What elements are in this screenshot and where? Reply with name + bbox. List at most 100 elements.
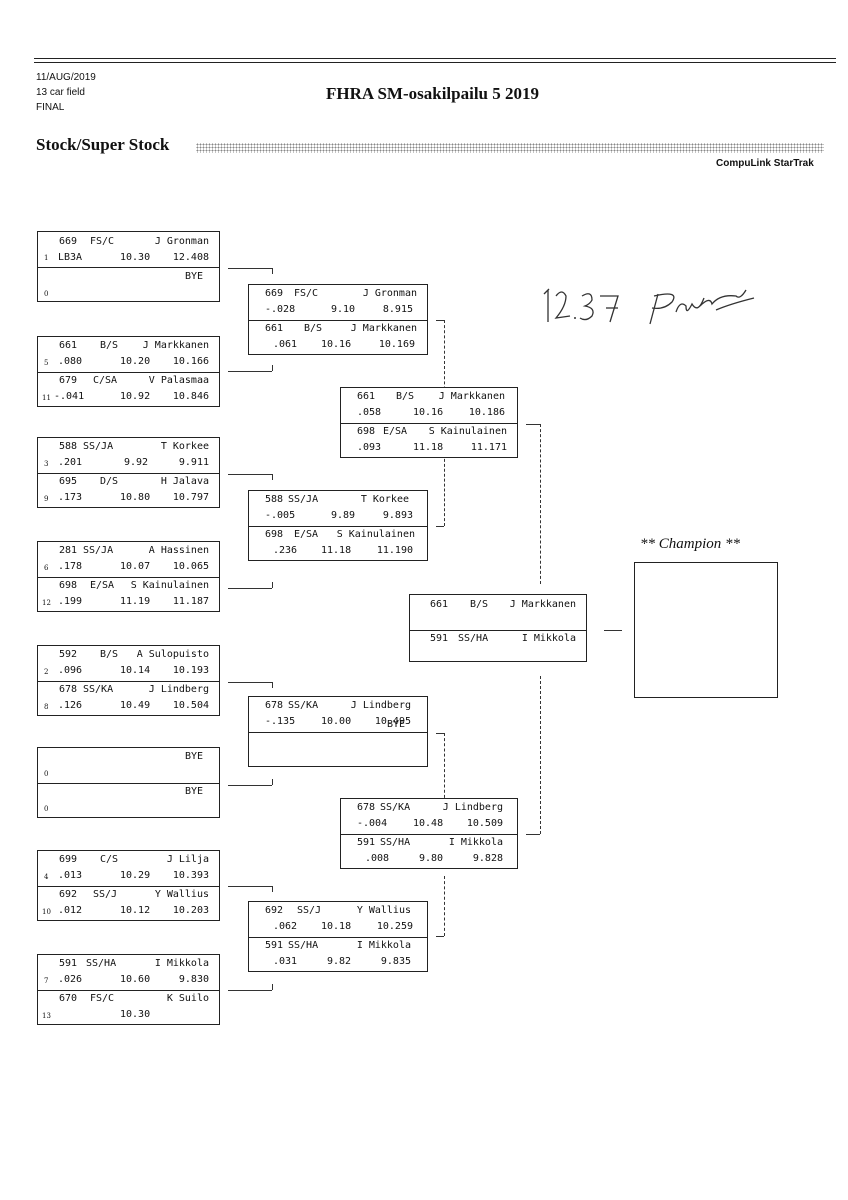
- champion-box: [634, 562, 778, 698]
- entry-slot: 679 C/SA V Palasmaa 11 -.041 10.92 10.84…: [38, 372, 219, 407]
- elapsed-time: 9.830: [178, 974, 209, 985]
- connector: [526, 424, 540, 425]
- entry-slot: 678 SS/KA J Lindberg -.135 10.00 10.495: [249, 697, 427, 732]
- entry-slot: 661 B/S J Markkanen .061 10.16 10.169: [249, 320, 427, 355]
- connector: [526, 834, 540, 835]
- reaction-time: .008: [365, 853, 390, 864]
- handwriting-graphic: [543, 288, 755, 325]
- r1-match-4: 281 SS/JA A Hassinen 6 .178 10.07 10.065…: [37, 541, 220, 612]
- reaction-time: .058: [357, 407, 382, 418]
- car-class: C/SA: [93, 375, 118, 386]
- seed-number: 0: [44, 290, 49, 298]
- connector: [228, 268, 272, 269]
- car-number: 692: [59, 889, 78, 900]
- driver-name: A Sulopuisto: [136, 649, 209, 660]
- top-rule-2: [34, 62, 836, 63]
- r1-match-2: 661 B/S J Markkanen 5 .080 10.20 10.166 …: [37, 336, 220, 407]
- reaction-time: .178: [58, 561, 83, 572]
- connector: [228, 682, 272, 683]
- connector: [444, 320, 445, 410]
- entry-slot: 695 D/S H Jalava 9 .173 10.80 10.797: [38, 473, 219, 508]
- car-number: 591: [265, 940, 284, 951]
- reaction-time: .201: [58, 457, 83, 468]
- driver-name: S Kainulainen: [428, 426, 507, 437]
- car-class: SS/HA: [380, 837, 411, 848]
- elapsed-time: 12.408: [172, 252, 209, 263]
- car-class: SS/HA: [288, 940, 319, 951]
- bye-label: BYE: [184, 751, 203, 762]
- car-number: 661: [430, 599, 449, 610]
- elapsed-time: 10.504: [172, 700, 209, 711]
- car-number: 698: [59, 580, 78, 591]
- dial-in: 9.10: [331, 304, 356, 315]
- reaction-time: .012: [58, 905, 83, 916]
- bye-slot: BYE 0: [38, 783, 219, 818]
- header-meta: 11/AUG/2019 13 car field FINAL: [36, 70, 96, 115]
- driver-name: J Gronman: [362, 288, 417, 299]
- bye-label: BYE: [386, 719, 405, 730]
- dial-in: 10.14: [120, 665, 151, 676]
- r2-match-1: 669 FS/C J Gronman -.028 9.10 8.915 661 …: [248, 284, 428, 355]
- driver-name: J Lilja: [166, 854, 209, 865]
- reaction-time: .031: [273, 956, 298, 967]
- seed-number: 0: [44, 805, 49, 813]
- elapsed-time: 10.495: [374, 716, 411, 727]
- reaction-time: .080: [58, 356, 83, 367]
- car-class: FS/C: [294, 288, 319, 299]
- car-class: SS/JA: [83, 545, 114, 556]
- reaction-time: .236: [273, 545, 298, 556]
- dotted-leader: [196, 143, 824, 153]
- car-class: B/S: [304, 323, 323, 334]
- connector: [436, 526, 444, 527]
- bye-slot: BYE 0: [38, 748, 219, 783]
- car-number: 698: [265, 529, 284, 540]
- driver-name: J Gronman: [154, 236, 209, 247]
- connector: [228, 990, 272, 991]
- seed-number: 0: [44, 770, 49, 778]
- car-number: 679: [59, 375, 78, 386]
- elapsed-time: 10.846: [172, 391, 209, 402]
- seed-number: 11: [42, 394, 51, 402]
- seed-number: 12: [42, 599, 51, 607]
- dial-in: 10.30: [120, 252, 151, 263]
- reaction-time: .199: [58, 596, 83, 607]
- champion-label: ** Champion **: [640, 536, 741, 552]
- car-number: 588: [59, 441, 78, 452]
- entry-slot: 678 SS/KA J Lindberg 8 .126 10.49 10.504: [38, 681, 219, 716]
- driver-name: J Lindberg: [350, 700, 411, 711]
- car-class: E/SA: [383, 426, 408, 437]
- round-name: FINAL: [36, 102, 65, 113]
- driver-name: J Markkanen: [350, 323, 417, 334]
- entry-slot: 592 B/S A Sulopuisto 2 .096 10.14 10.193: [38, 646, 219, 681]
- connector: [272, 984, 273, 990]
- bye-label: BYE: [184, 786, 203, 797]
- car-class: SS/JA: [288, 494, 319, 505]
- car-number: 669: [59, 236, 78, 247]
- connector: [604, 630, 622, 631]
- connector: [228, 886, 272, 887]
- elapsed-time: 10.166: [172, 356, 209, 367]
- connector: [272, 682, 273, 688]
- dial-in: 10.20: [120, 356, 151, 367]
- entry-slot: 670 FS/C K Suilo 13 10.30: [38, 990, 219, 1025]
- connector: [272, 474, 273, 480]
- dial-in: 11.18: [413, 442, 444, 453]
- car-number: 591: [59, 958, 78, 969]
- driver-name: Y Wallius: [356, 905, 411, 916]
- driver-name: I Mikkola: [521, 633, 576, 644]
- entry-slot: 661 B/S J Markkanen .058 10.16 10.186: [341, 388, 517, 423]
- elapsed-time: 10.509: [466, 818, 503, 829]
- car-number: 661: [357, 391, 376, 402]
- entry-slot: 661 B/S J Markkanen 5 .080 10.20 10.166: [38, 337, 219, 372]
- final-match: 661 B/S J Markkanen 591 SS/HA I Mikkola: [409, 594, 587, 662]
- driver-name: K Suilo: [166, 993, 209, 1004]
- driver-name: J Lindberg: [148, 684, 209, 695]
- reaction-time: .173: [58, 492, 83, 503]
- reaction-time: -.135: [265, 716, 296, 727]
- connector: [228, 474, 272, 475]
- dial-in: 10.07: [120, 561, 151, 572]
- brand-label: CompuLink StarTrak: [716, 158, 814, 169]
- elapsed-time: 11.190: [376, 545, 413, 556]
- connector: [272, 268, 273, 274]
- elapsed-time: 9.828: [472, 853, 503, 864]
